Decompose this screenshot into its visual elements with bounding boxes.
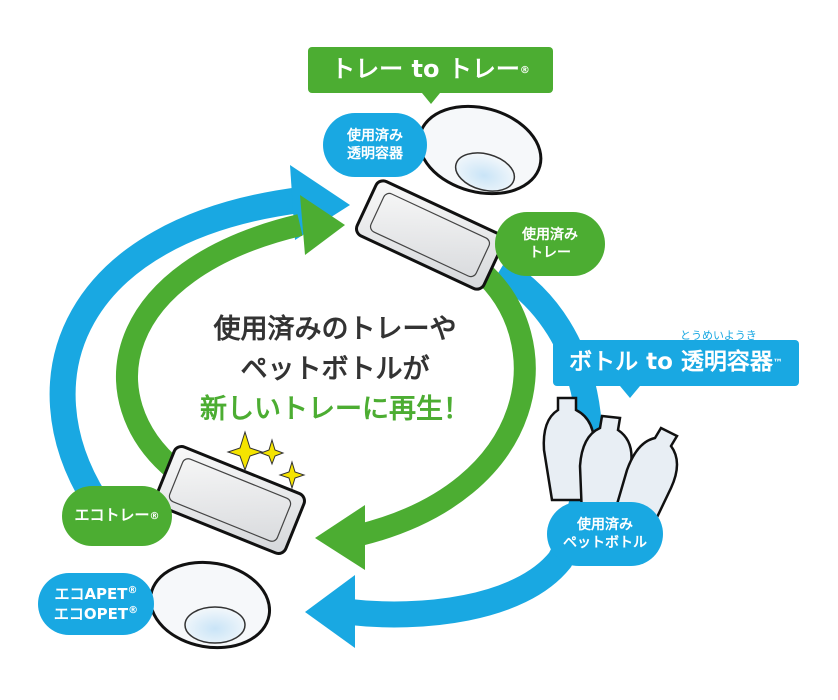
banner-tray-bg (308, 47, 553, 93)
center-line-1: 使用済みのトレーや (213, 314, 457, 345)
center-message: 使用済みのトレーや ペットボトルが 新しいトレーに再生！ (170, 310, 500, 430)
eco-tray-text: エコトレー (74, 506, 150, 525)
banner-bottle-text: ボトル to 透明容器 (569, 349, 773, 376)
registered-mark: ® (149, 510, 160, 522)
registered-mark: ® (519, 64, 530, 76)
label-line: 使用済み (577, 516, 633, 533)
label-line: 透明容器 (347, 146, 403, 162)
eco-opet-text: エコOPET (53, 605, 129, 623)
label-used-container: 使用済み透明容器 (323, 113, 427, 177)
eco-tray-icon (154, 445, 306, 555)
ruby-text: とうめいようき (680, 329, 757, 342)
center-line-2: ペットボトルが (240, 354, 430, 385)
center-line-3: 新しいトレーに再生！ (200, 394, 470, 425)
sparkle-icon (226, 430, 306, 490)
eco-apet-text: エコAPET (54, 584, 128, 603)
registered-mark: ® (128, 605, 139, 616)
eco-bowl-icon (148, 560, 272, 650)
blue-arrow-left (49, 187, 302, 507)
banner-bottle-bg (553, 340, 799, 386)
label-eco-tray: エコトレー® (62, 486, 172, 546)
banner-tray-to-tray: トレー to トレー® (308, 47, 553, 93)
label-line: トレー (529, 245, 571, 261)
label-line: 使用済み (522, 226, 578, 243)
used-tray-icon (355, 179, 505, 291)
trademark: ™ (772, 357, 783, 369)
green-arrowhead-top (300, 195, 345, 255)
label-used-bottle: 使用済みペットボトル (547, 502, 663, 566)
label-used-tray: 使用済みトレー (495, 212, 605, 276)
green-arrowhead-bottom (315, 505, 365, 570)
transparent-bowl-icon (417, 104, 543, 196)
blue-arrowhead-bottom (305, 575, 355, 648)
label-line: 使用済み (347, 127, 403, 144)
label-line: ペットボトル (563, 535, 647, 551)
banner-tray-to-tray-text: トレー to トレー (331, 55, 520, 84)
registered-mark: ® (127, 584, 138, 596)
label-eco-apet-opet: エコAPET® エコOPET® (38, 573, 154, 635)
green-arrow-left (116, 214, 303, 479)
green-arrow-right (357, 261, 536, 546)
